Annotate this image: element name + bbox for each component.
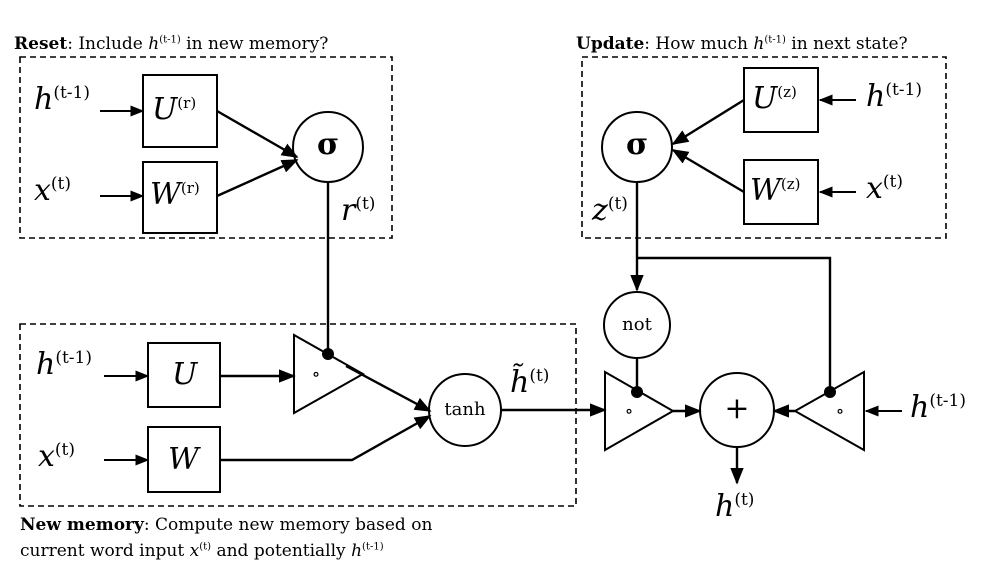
mem-h-sup: (t-1) xyxy=(55,348,92,368)
mem-w-to-tanh xyxy=(220,414,432,462)
tanh-label: tanh xyxy=(444,399,486,420)
update-caption-text-2: in next state? xyxy=(785,34,908,54)
gate-to-tanh xyxy=(345,364,432,413)
new-memory-caption-title: New memory xyxy=(20,515,144,535)
reset-u-to-sigma xyxy=(216,109,299,159)
reset-w-sup: (r) xyxy=(180,179,200,197)
update-u-label: U(z) xyxy=(752,84,797,114)
not-junction-dot xyxy=(631,386,643,398)
update-u-to-sigma xyxy=(671,98,745,146)
reset-h-input-label: h(t-1) xyxy=(34,85,90,115)
r-signal-label: r(t) xyxy=(341,196,375,226)
reset-caption-text: : Include xyxy=(67,34,149,54)
plus-label: + xyxy=(724,391,750,426)
reset-group-box xyxy=(19,56,393,239)
reset-caption-title: Reset xyxy=(14,34,68,54)
update-w-sup: (z) xyxy=(780,175,801,193)
update-caption: Update: How much h(t-1) in next state? xyxy=(576,34,908,54)
reset-h-var: h xyxy=(34,82,54,117)
keep-gate-hadamard-label: ∘ xyxy=(835,401,845,422)
z-signal-label: z(t) xyxy=(592,196,628,226)
reset-h-sup: (t-1) xyxy=(53,83,90,103)
z-junction-dot xyxy=(824,386,836,398)
z-branch-line xyxy=(637,256,832,392)
update-x-input-label: x(t) xyxy=(866,174,903,204)
r-junction-dot xyxy=(322,348,334,360)
h-output-var: h xyxy=(715,489,735,524)
mem-h-input-label: h(t-1) xyxy=(36,350,92,380)
mem-x-input-label: x(t) xyxy=(38,442,75,472)
reset-u-sup: (r) xyxy=(177,94,197,112)
update-gate-triangle xyxy=(604,370,676,452)
mem-w-label: W xyxy=(168,445,199,475)
update-u-var: U xyxy=(752,81,778,116)
update-caption-text: : How much xyxy=(644,34,754,54)
reset-x-sup: (t) xyxy=(50,174,72,194)
reset-x-input-label: x(t) xyxy=(34,176,71,206)
out-h-var: h xyxy=(910,390,930,425)
reset-caption: Reset: Include h(t-1) in new memory? xyxy=(14,34,328,54)
update-group-box xyxy=(581,56,947,239)
update-caption-title: Update xyxy=(576,34,645,54)
update-h-sup: (t-1) xyxy=(885,80,922,100)
update-h-input-label: h(t-1) xyxy=(866,82,922,112)
new-memory-group-box xyxy=(19,323,577,507)
new-memory-caption-text-3: and potentially xyxy=(211,541,352,561)
new-memory-caption-line1: New memory: Compute new memory based on xyxy=(20,515,432,535)
sigma-reset-label: σ xyxy=(316,127,340,162)
r-signal-sup: (t) xyxy=(355,194,376,214)
mem-x-var: x xyxy=(38,439,55,474)
update-x-var: x xyxy=(866,171,883,206)
h-output-sup: (t) xyxy=(734,490,755,510)
update-w-label: W(z) xyxy=(750,176,800,206)
update-u-box xyxy=(743,67,819,133)
update-u-sup: (z) xyxy=(777,83,797,101)
update-caption-var: h xyxy=(753,34,765,54)
sigma-update-label: σ xyxy=(625,127,649,162)
mem-x-sup: (t) xyxy=(54,440,76,460)
update-w-var: W xyxy=(750,173,781,208)
r-signal-var: r xyxy=(341,193,356,228)
reset-u-label: U(r) xyxy=(152,95,196,125)
reset-w-label: W(r) xyxy=(150,180,200,210)
mem-h-var: h xyxy=(36,347,56,382)
out-h-input-label: h(t-1) xyxy=(910,393,966,423)
reset-gate-hadamard-label: ∘ xyxy=(311,364,321,385)
reset-w-to-sigma xyxy=(216,158,299,198)
new-memory-caption-line2: current word input x(t) and potentially … xyxy=(20,541,384,561)
reset-caption-text-2: in new memory? xyxy=(180,34,329,54)
reset-u-var: U xyxy=(152,92,178,127)
new-memory-caption-text: : Compute new memory based on xyxy=(143,515,433,535)
update-w-box xyxy=(743,159,819,225)
h-output-label: h(t) xyxy=(715,492,754,522)
new-memory-caption-var2: h xyxy=(351,541,363,561)
update-caption-sup: (t-1) xyxy=(764,34,786,46)
reset-w-var: W xyxy=(150,177,181,212)
new-memory-caption-sup1: (t) xyxy=(199,541,212,553)
h-tilde-signal-var: h̃ xyxy=(510,365,530,400)
update-h-var: h xyxy=(866,79,886,114)
h-tilde-signal-label: h̃(t) xyxy=(510,368,549,398)
h-tilde-signal-sup: (t) xyxy=(529,366,550,386)
out-h-sup: (t-1) xyxy=(929,391,966,411)
update-w-to-sigma xyxy=(671,148,745,194)
z-signal-sup: (t) xyxy=(607,194,628,214)
new-memory-caption-text-2: current word input xyxy=(20,541,190,561)
mem-w-box xyxy=(147,426,221,493)
mem-u-label: U xyxy=(172,360,197,390)
reset-x-var: x xyxy=(34,173,51,208)
reset-caption-var: h xyxy=(148,34,160,54)
new-memory-caption-sup2: (t-1) xyxy=(362,541,384,553)
z-signal-var: z xyxy=(592,193,608,228)
not-label: not xyxy=(622,314,652,335)
update-x-sup: (t) xyxy=(882,172,904,192)
mem-w-var: W xyxy=(168,442,199,477)
new-memory-caption-var1: x xyxy=(189,541,200,561)
mem-u-var: U xyxy=(172,357,198,392)
reset-caption-sup: (t-1) xyxy=(159,34,181,46)
update-gate-hadamard-label: ∘ xyxy=(624,401,634,422)
